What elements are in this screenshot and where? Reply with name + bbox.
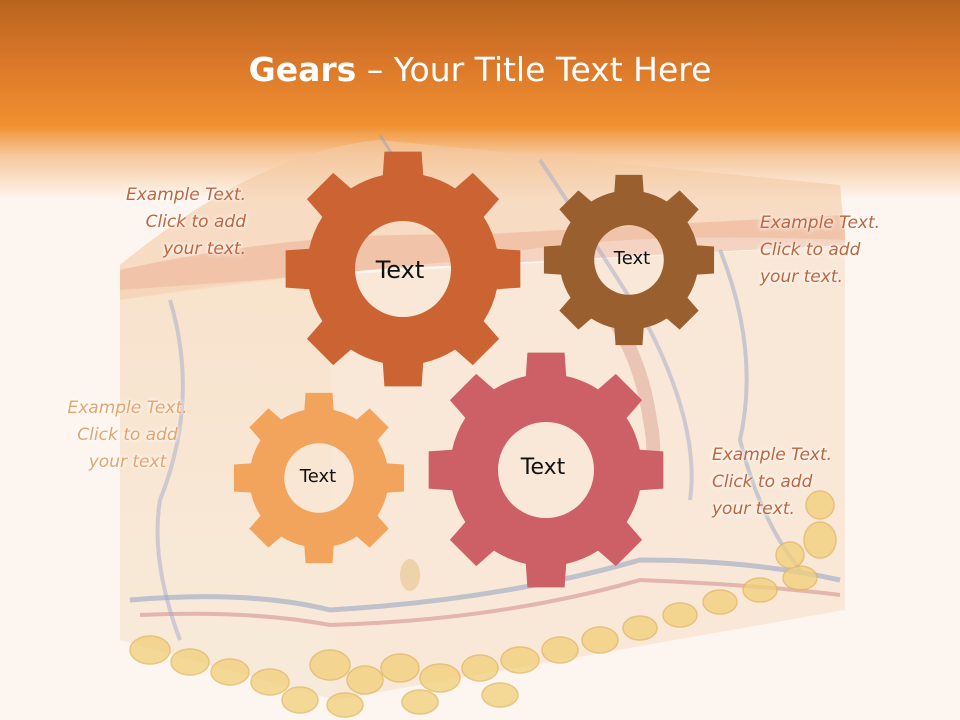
gear-brown[interactable]	[541, 172, 717, 348]
gear-shape	[233, 392, 405, 564]
example-text-top-right[interactable]: Example Text. Click to add your text.	[760, 213, 881, 287]
title-rest: – Your Title Text Here	[356, 50, 712, 89]
gear-rose[interactable]	[425, 349, 667, 591]
gear-shape	[285, 151, 521, 387]
gear-shape	[428, 352, 664, 588]
gear-label-large-orange[interactable]: Text	[375, 256, 425, 284]
gear-large-orange[interactable]	[282, 148, 524, 390]
title-bold: Gears	[248, 50, 357, 89]
example-text-top-left[interactable]: Example Text. Click to add your text.	[125, 185, 246, 259]
gear-light-orange[interactable]	[231, 390, 407, 566]
gear-label-brown[interactable]: Text	[613, 248, 651, 269]
example-text-bottom-right[interactable]: Example Text. Click to add your text.	[712, 445, 833, 519]
gear-label-rose[interactable]: Text	[520, 455, 566, 480]
gear-shape	[543, 174, 715, 346]
slide-title[interactable]: Gears – Your Title Text Here	[0, 50, 960, 89]
example-text-mid-left[interactable]: Example Text. Click to add your text	[67, 398, 188, 472]
gear-label-light-orange[interactable]: Text	[299, 466, 337, 487]
